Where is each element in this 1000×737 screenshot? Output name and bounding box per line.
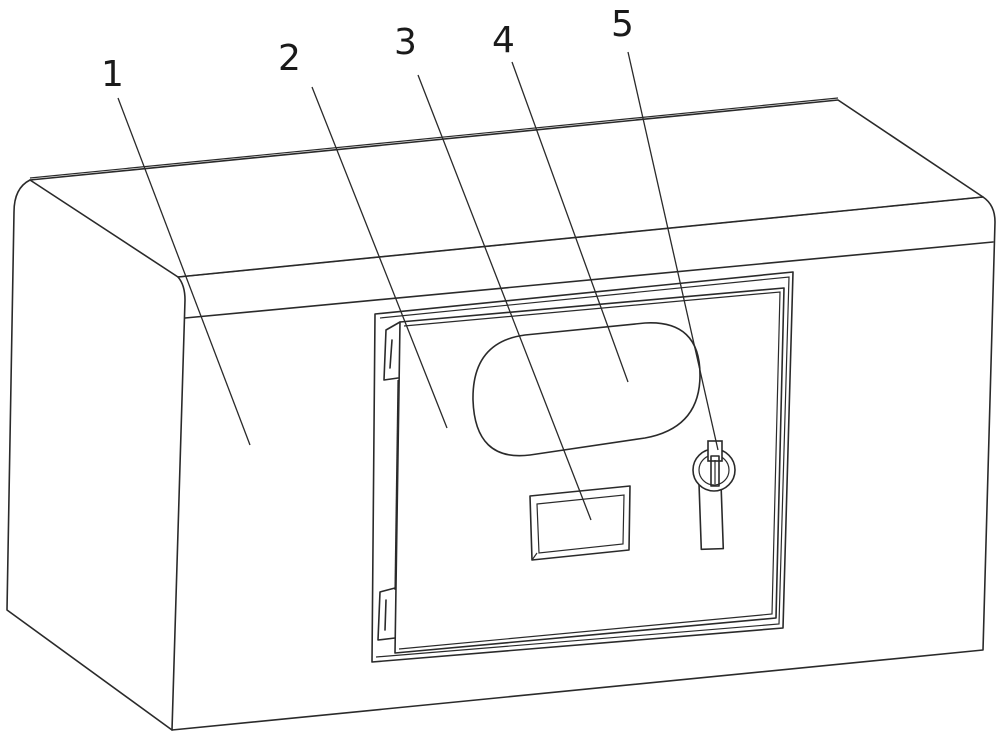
callout-labels: 1 2 3 4 5 [101, 4, 634, 95]
leader-lines [118, 52, 718, 520]
oval-window [473, 323, 700, 456]
keypad-display [530, 486, 630, 560]
callout-2: 2 [278, 38, 301, 79]
cabinet-front-face [172, 197, 995, 730]
lock-assembly [693, 441, 735, 549]
callout-3: 3 [394, 22, 417, 63]
callout-1: 1 [101, 54, 124, 95]
cabinet-top-face [30, 100, 983, 277]
callout-5: 5 [611, 4, 634, 45]
cabinet-left-face [7, 180, 172, 730]
callout-4: 4 [492, 20, 515, 61]
